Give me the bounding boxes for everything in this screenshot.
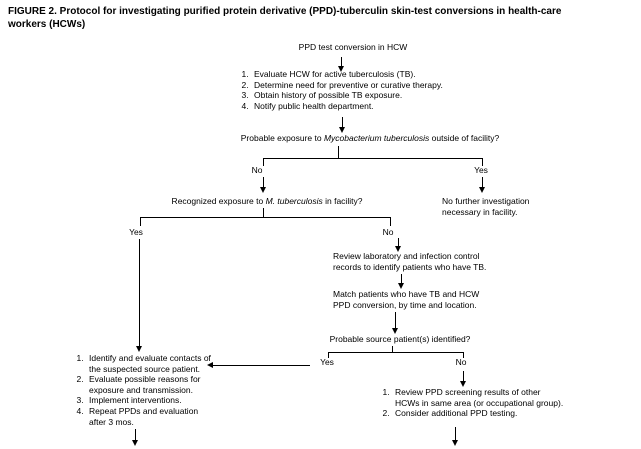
connector-stub-q1 (338, 146, 339, 158)
list-item: Evaluate possible reasons for exposure a… (86, 374, 256, 395)
decision-exposure-in-facility: Recognized exposure to M. tuberculosis i… (172, 196, 363, 207)
arrow-continue-left (132, 429, 138, 446)
arrow-q2-no-to-review (395, 238, 401, 252)
list-item: Implement interventions. (86, 395, 256, 406)
list-item: Review PPD screening results of other HC… (392, 387, 582, 408)
terminal-no-further-investigation: No further investigation necessary in fa… (442, 196, 530, 217)
arrow-continue-right (452, 427, 458, 446)
label-yes: Yes (320, 357, 334, 367)
branch-drop-q3-yes (328, 352, 329, 358)
arrow-q1-no-to-q2 (260, 177, 266, 193)
label-no: No (251, 165, 263, 175)
start-node-ppd-conversion: PPD test conversion in HCW (298, 42, 408, 52)
arrow-start-to-steps (338, 57, 344, 72)
list-item: Identify and evaluate contacts of the su… (86, 353, 256, 374)
arrow-match-to-q3 (392, 312, 398, 334)
decision-text: outside of facility? (429, 133, 500, 143)
arrow-q2-yes-to-actions (136, 239, 142, 352)
list-item: Notify public health department. (251, 101, 471, 112)
branch-drop-q2-yes (140, 217, 141, 226)
no-source-actions-list: Review PPD screening results of other HC… (379, 387, 582, 419)
figure-title: FIGURE 2. Protocol for investigating pur… (8, 6, 562, 30)
decision-text-italic: M. tuberculosis (265, 196, 323, 206)
process-review-records: Review laboratory and infection control … (333, 251, 487, 272)
arrow-q3-yes-to-actions (207, 362, 310, 368)
arrow-steps-to-q1 (339, 117, 345, 133)
decision-text: Recognized exposure to (171, 196, 266, 206)
arrow-review-to-match (398, 274, 404, 289)
list-item: Obtain history of possible TB exposure. (251, 90, 471, 101)
decision-source-patient-identified: Probable source patient(s) identified? (329, 334, 471, 344)
decision-exposure-outside-facility: Probable exposure to Mycobacterium tuber… (241, 133, 499, 144)
label-no: No (382, 227, 394, 237)
branch-line-q1 (263, 158, 482, 159)
label-yes: Yes (474, 165, 488, 175)
label-yes: Yes (129, 227, 143, 237)
source-identified-actions-list: Identify and evaluate contacts of the su… (73, 353, 256, 427)
process-match-patients: Match patients who have TB and HCW PPD c… (333, 289, 480, 310)
arrow-q1-yes-to-end (479, 177, 485, 193)
label-no: No (455, 357, 467, 367)
branch-drop-q3-no (463, 352, 464, 358)
branch-drop-q1-no (263, 158, 264, 166)
connector-stub-q3 (392, 346, 393, 352)
branch-drop-q1-yes (482, 158, 483, 166)
decision-text: Probable exposure to (240, 133, 324, 143)
arrow-q3-no-to-actions (460, 371, 466, 387)
connector-stub-q2 (263, 208, 264, 217)
list-item: Evaluate HCW for active tuberculosis (TB… (251, 69, 471, 80)
branch-drop-q2-no (390, 217, 391, 226)
list-item: Repeat PPDs and evaluation after 3 mos. (86, 406, 256, 427)
list-item: Consider additional PPD testing. (392, 408, 582, 419)
decision-text-italic: Mycobacterium tuberculosis (323, 133, 430, 143)
branch-line-q3 (328, 352, 463, 353)
branch-line-q2 (140, 217, 391, 218)
list-item: Determine need for preventive or curativ… (251, 80, 471, 91)
initial-steps-list: Evaluate HCW for active tuberculosis (TB… (238, 69, 471, 111)
decision-text: in facility? (322, 196, 363, 206)
